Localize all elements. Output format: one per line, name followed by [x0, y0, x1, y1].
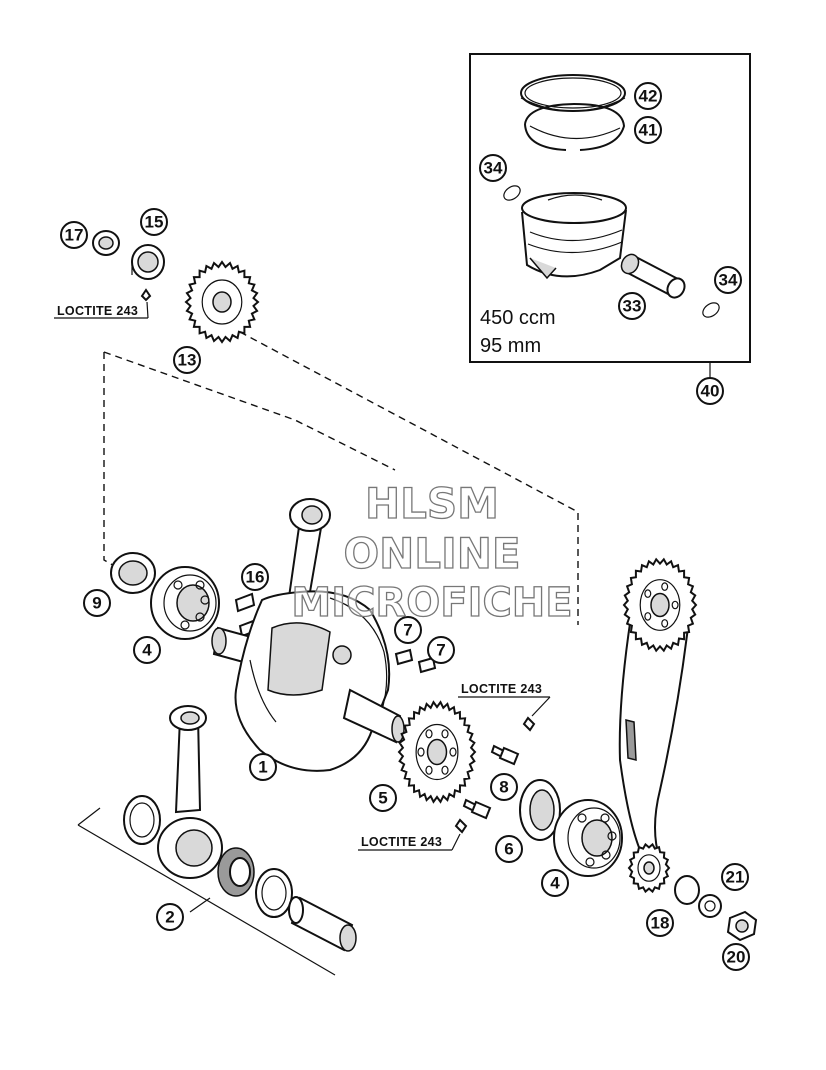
lock-ring-18	[674, 875, 700, 905]
svg-text:17: 17	[65, 226, 84, 245]
svg-text:9: 9	[92, 594, 101, 613]
piston-pin	[620, 253, 686, 299]
callout-1: 1	[249, 753, 277, 781]
callout-17: 17	[60, 221, 88, 249]
callout-4-left: 4	[133, 636, 161, 664]
loctite-label-right: LOCTITE 243	[458, 682, 551, 717]
svg-text:LOCTITE 243: LOCTITE 243	[361, 835, 442, 849]
svg-text:21: 21	[726, 868, 745, 887]
svg-text:40: 40	[701, 382, 720, 401]
main-bearing-left	[150, 566, 220, 640]
callout-33: 33	[618, 292, 646, 320]
woodruff-key-16-upper	[234, 592, 256, 613]
piston-pin-circlip-right	[702, 302, 720, 318]
svg-text:1: 1	[258, 758, 267, 777]
displacement-text: 450 ccm	[480, 307, 556, 329]
svg-text:15: 15	[145, 213, 164, 232]
svg-text:5: 5	[378, 789, 387, 808]
piston-ring-lower	[524, 102, 626, 151]
timing-chain	[618, 609, 691, 861]
loctite-label-top: LOCTITE 243	[54, 301, 149, 319]
bolt-8-lower	[462, 798, 492, 820]
balancer-gear-13	[184, 260, 260, 344]
svg-text:LOCTITE 243: LOCTITE 243	[461, 682, 542, 696]
callout-5: 5	[369, 784, 397, 812]
callout-8: 8	[490, 773, 518, 801]
connecting-rod-kit	[123, 705, 357, 952]
svg-text:34: 34	[719, 271, 738, 290]
callout-16: 16	[241, 563, 269, 591]
callout-15: 15	[140, 208, 168, 236]
washer-21	[698, 894, 722, 918]
svg-text:33: 33	[623, 297, 642, 316]
svg-text:13: 13	[178, 351, 197, 370]
svg-text:18: 18	[651, 914, 670, 933]
svg-text:LOCTITE 243: LOCTITE 243	[57, 304, 138, 318]
svg-text:16: 16	[246, 568, 265, 587]
svg-text:20: 20	[727, 948, 746, 967]
callout-20: 20	[722, 943, 750, 971]
svg-text:7: 7	[436, 641, 445, 660]
piston-kit-box: 450 ccm 95 mm	[469, 53, 751, 378]
svg-text:HLSM: HLSM	[365, 479, 499, 528]
callout-4-right: 4	[541, 869, 569, 897]
callout-9: 9	[83, 589, 111, 617]
callout-41: 41	[634, 116, 662, 144]
camshaft-sprocket	[622, 557, 698, 653]
svg-text:8: 8	[499, 778, 508, 797]
nut-20	[726, 910, 758, 942]
watermark: HLSM ONLINE MICROFICHE	[291, 478, 574, 626]
loctite-drop-top	[140, 288, 152, 302]
main-bearing-right	[553, 799, 623, 877]
piston	[521, 192, 627, 280]
callout-7-a: 7	[394, 616, 422, 644]
svg-text:7: 7	[403, 621, 412, 640]
crankshaft-assembly	[211, 498, 405, 772]
woodruff-key-7-b	[417, 656, 437, 674]
oil-seal-9	[110, 552, 156, 594]
callout-2: 2	[156, 903, 184, 931]
crankshaft-sprocket	[627, 842, 671, 894]
woodruff-key-7-a	[394, 648, 414, 666]
piston-ring-upper	[520, 74, 626, 112]
bore-text: 95 mm	[480, 335, 541, 357]
callout-40: 40	[696, 377, 724, 405]
callout-13: 13	[173, 346, 201, 374]
callout-6: 6	[495, 835, 523, 863]
svg-text:34: 34	[484, 159, 503, 178]
bolt-8-upper	[490, 744, 520, 766]
spacer-ring-6	[519, 779, 561, 841]
oil-seal-17	[92, 230, 120, 256]
svg-text:4: 4	[142, 641, 152, 660]
svg-text:MICROFICHE: MICROFICHE	[291, 580, 572, 626]
piston-pin-circlip-left	[503, 185, 521, 201]
callout-leaders	[189, 897, 211, 913]
loctite-label-lower: LOCTITE 243	[358, 833, 461, 851]
callout-34-right: 34	[714, 266, 742, 294]
callout-42: 42	[634, 82, 662, 110]
primary-gear-5	[397, 700, 477, 804]
callout-18: 18	[646, 909, 674, 937]
svg-text:4: 4	[550, 874, 560, 893]
loctite-drop-lower	[454, 818, 468, 834]
svg-text:42: 42	[639, 87, 658, 106]
svg-text:ONLINE: ONLINE	[343, 529, 520, 578]
svg-text:2: 2	[165, 908, 174, 927]
loctite-drop-right	[522, 716, 536, 732]
callout-34-left: 34	[479, 154, 507, 182]
svg-text:41: 41	[639, 121, 658, 140]
callout-7-b: 7	[427, 636, 455, 664]
bearing-15	[131, 244, 165, 280]
callout-21: 21	[721, 863, 749, 891]
svg-text:6: 6	[504, 840, 513, 859]
